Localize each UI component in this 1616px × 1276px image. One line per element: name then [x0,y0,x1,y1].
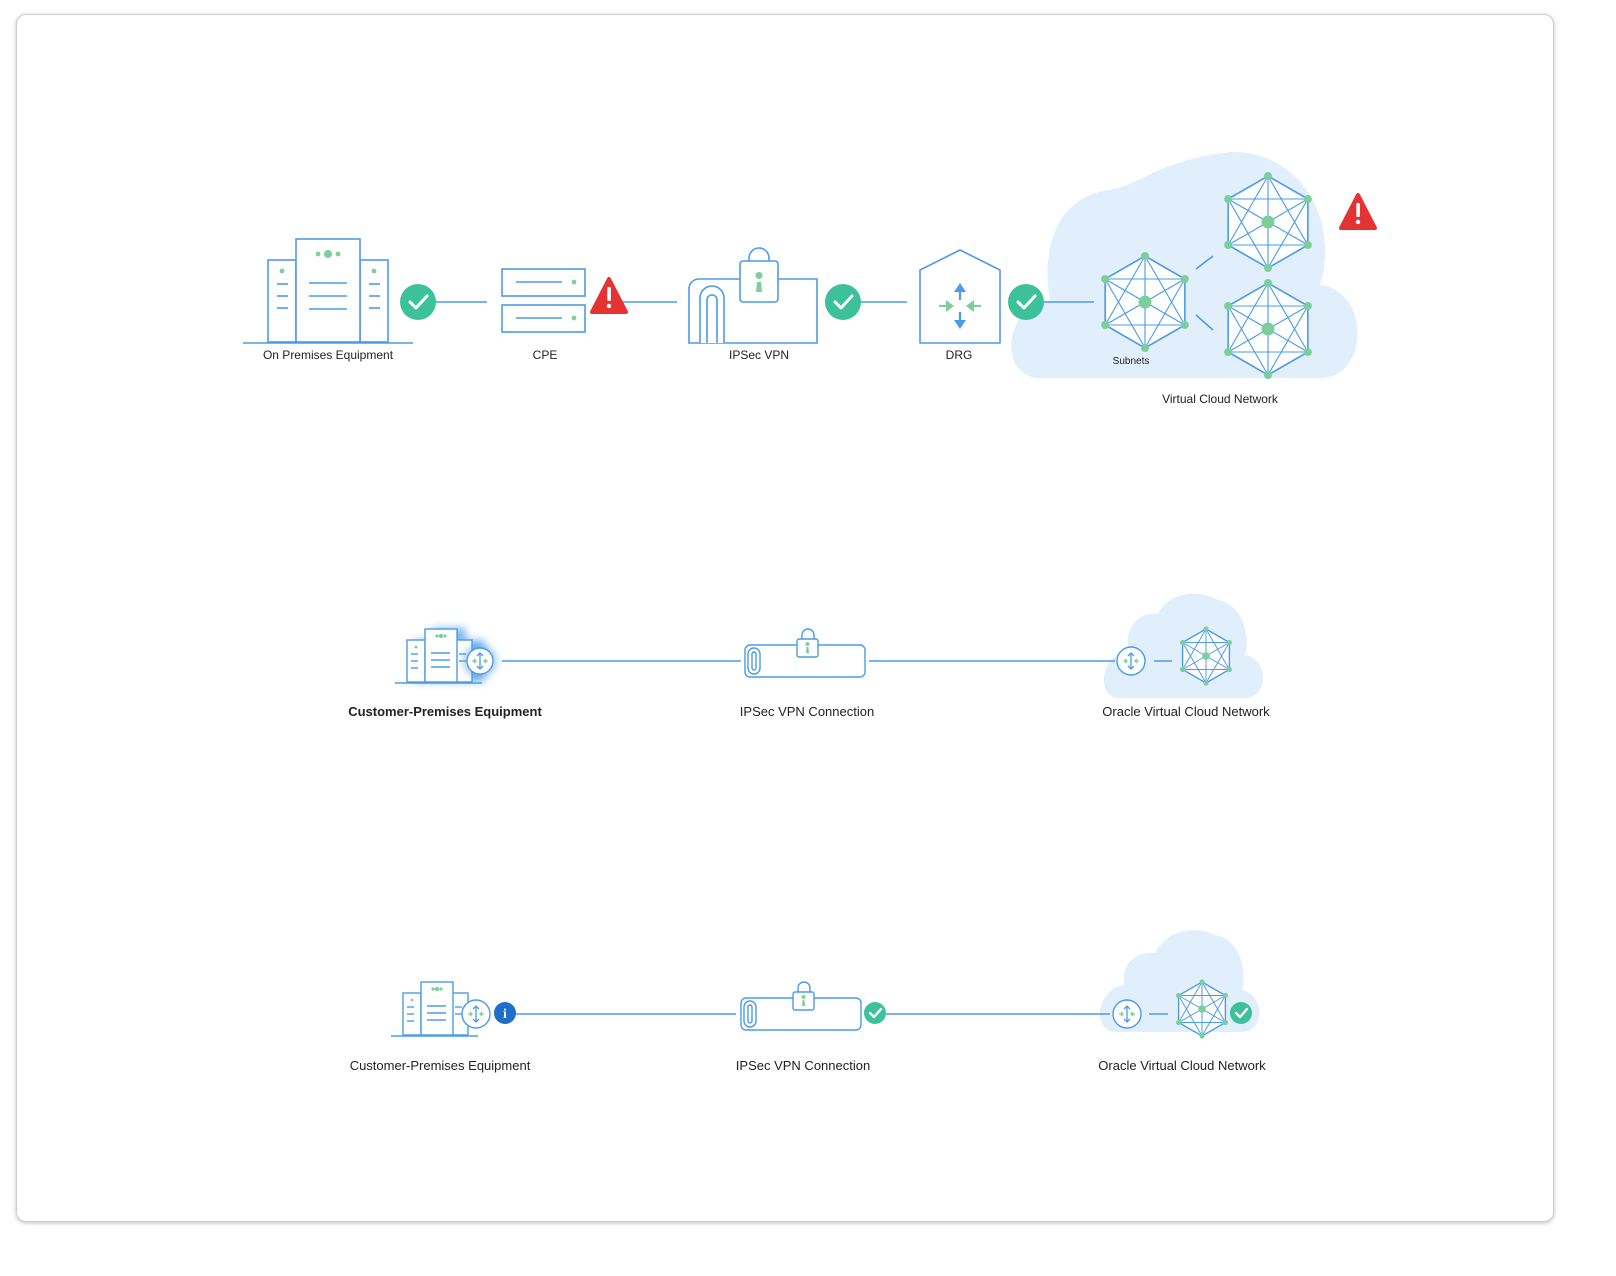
hex-mesh-line [1267,198,1309,223]
row3-vcn-ok-badge [1230,1002,1252,1024]
hex-mesh-line [1205,655,1230,670]
hex-mesh-line [1227,198,1269,223]
row2-router-icon[interactable] [464,645,496,677]
hex-mesh-line [1201,995,1226,1010]
hex-node [1180,666,1186,673]
hex-mesh-line [1267,305,1309,330]
row3-router-icon[interactable] [461,999,491,1029]
hex-mesh-line [1144,278,1186,303]
row2-vpn-icon[interactable] [744,628,866,678]
hex-center-node [1198,1005,1206,1013]
row3-cpe-label: Customer-Premises Equipment [349,1058,531,1073]
hex-mesh-line [1104,278,1146,303]
hex-mesh-line [1227,305,1269,330]
hex-node [1141,252,1149,260]
row3-vpn-label: IPSec VPN Connection [735,1058,871,1073]
hex-node [1224,302,1233,310]
row2-cpe-label: Customer-Premises Equipment [348,704,542,719]
hex-node [1303,348,1312,356]
hex-node [1222,1019,1228,1026]
hex-node [1303,302,1312,310]
hex-node [1199,1033,1205,1039]
hex-node [1224,348,1233,356]
hex-mesh-line [1227,328,1269,353]
vcn-warning-icon [1339,193,1377,230]
row3-vcn-label: Oracle Virtual Cloud Network [1098,1058,1266,1073]
on-premises-ok-badge [400,284,436,320]
hex-node [1226,666,1232,673]
cpe-icon[interactable] [501,268,586,333]
hex-node [1264,264,1272,272]
hex-mesh-line [1178,1008,1203,1023]
hex-node [1264,279,1272,287]
hex-center-node [1261,322,1275,336]
hex-mesh-line [1182,655,1207,670]
hex-node [1264,371,1272,379]
row2-vpn-label: IPSec VPN Connection [739,704,875,719]
cpe-label: CPE [532,348,558,362]
hex-node [1180,275,1189,283]
hex-node [1203,626,1209,632]
info-glyph: i [503,1007,507,1022]
hex-mesh-line [1227,221,1269,246]
ipsec-vpn-icon[interactable] [688,247,818,344]
cpe-warning-icon [590,277,628,314]
hex-node [1101,321,1110,329]
row3-vpn-ok-badge [864,1002,886,1024]
hex-node [1264,172,1272,180]
row3-vpn-icon[interactable] [740,981,862,1031]
hex-node [1226,639,1232,646]
row3-cpe-icon[interactable] [391,981,478,1037]
hex-node [1224,241,1233,249]
subnet-hex-main[interactable] [1101,252,1189,352]
drg-ok-badge [1008,284,1044,320]
hex-center-node [1202,652,1210,660]
hex-mesh-line [1267,221,1309,246]
hex-node [1180,321,1189,329]
drg-icon[interactable] [919,249,1001,344]
hex-center-node [1138,295,1152,309]
row2-vcn-router-icon[interactable] [1116,646,1146,676]
row2-vcn-hex[interactable] [1180,626,1232,686]
hex-mesh-line [1205,642,1230,657]
hex-node [1176,1019,1182,1026]
subnets-label: Subnets [1112,356,1150,367]
subnet-hex-top[interactable] [1224,172,1312,272]
hex-node [1101,275,1110,283]
row3-info-badge[interactable]: i [494,1002,516,1024]
hex-mesh-line [1104,301,1146,326]
hex-mesh-line [1178,995,1203,1010]
hex-mesh-line [1267,328,1309,353]
vcn-label: Virtual Cloud Network [1162,392,1278,406]
hex-node [1222,992,1228,999]
ipsec-vpn-label: IPSec VPN [728,348,790,362]
row3-vcn-router-icon[interactable] [1112,999,1142,1029]
row3-vcn-hex[interactable] [1176,979,1228,1039]
hex-node [1141,344,1149,352]
hex-mesh-line [1144,301,1186,326]
subnet-hex-bottom[interactable] [1224,279,1312,379]
row2-vcn-label: Oracle Virtual Cloud Network [1102,704,1270,719]
hex-node [1176,992,1182,999]
hex-node [1303,241,1312,249]
on-premises-label: On Premises Equipment [262,348,394,362]
hex-node [1199,979,1205,985]
hex-center-node [1261,215,1275,229]
hex-node [1203,680,1209,686]
hex-node [1224,195,1233,203]
hex-mesh-line [1201,1008,1226,1023]
hex-node [1180,639,1186,646]
hex-mesh-line [1182,642,1207,657]
on-premises-equipment-icon[interactable] [243,238,413,344]
ipsec-vpn-ok-badge [825,284,861,320]
drg-label: DRG [945,348,973,362]
hex-node [1303,195,1312,203]
